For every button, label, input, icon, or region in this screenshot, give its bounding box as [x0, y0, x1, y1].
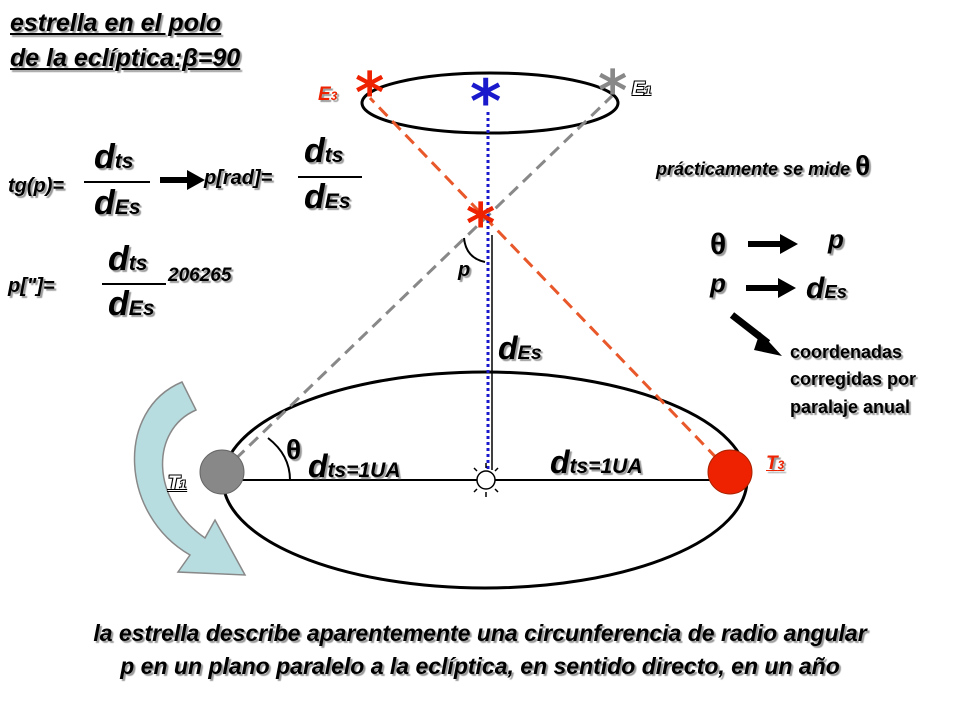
star-pole-icon: * — [470, 67, 502, 137]
sun-icon — [469, 463, 503, 497]
measured-text: prácticamente se mide θ — [656, 150, 871, 181]
caption-line-2: p en un plano paralelo a la eclíptica, e… — [120, 653, 840, 679]
d-es-result: dEs — [806, 272, 848, 305]
formula-tg-label: tg(p)= — [8, 175, 65, 197]
star-e1-icon: * — [598, 59, 628, 124]
angle-theta-label: θ — [286, 434, 302, 465]
formula-prad-label: p[rad]= — [204, 167, 273, 189]
formula-3-denominator: dEs — [108, 285, 155, 323]
corrected-line-3: paralaje anual — [790, 397, 911, 417]
formula-1-numerator: dts — [94, 138, 134, 176]
label-dts-left: dts=1UA — [308, 448, 401, 484]
label-dts-right: dts=1UA — [550, 444, 643, 480]
label-e1: E1 — [632, 79, 652, 100]
corrected-line-2: corregidas por — [790, 369, 917, 389]
formula-constant: 206265 — [168, 265, 232, 286]
formula-3-numerator: dts — [108, 240, 148, 278]
arrow-implies-1 — [160, 170, 205, 190]
earth-t1 — [199, 449, 245, 495]
formula-2-denominator: dEs — [304, 178, 351, 216]
label-t3: T3 — [766, 453, 785, 474]
title-line-1: estrella en el polo — [10, 9, 222, 37]
formula-2-numerator: dts — [304, 132, 344, 170]
arrow-corrected — [729, 312, 782, 356]
theta-symbol: θ — [710, 228, 727, 261]
formula-1-denominator: dEs — [94, 184, 141, 222]
arrow-p-des — [746, 278, 796, 298]
label-d-es: dEs — [498, 330, 542, 366]
arrow-theta-p — [748, 234, 798, 254]
title-line-2: de la eclíptica:β=90 — [10, 44, 241, 72]
label-e3: E3 — [318, 84, 338, 105]
angle-p-arc — [463, 237, 486, 263]
caption-line-1: la estrella describe aparentemente una c… — [93, 620, 867, 646]
earth-t3 — [707, 449, 753, 495]
label-t1: T1 — [168, 473, 187, 494]
formula-parcsec-label: p["]= — [8, 275, 55, 297]
line-t3-e3 — [368, 96, 732, 474]
p-symbol: p — [710, 268, 726, 298]
angle-p-label: p — [458, 259, 471, 281]
star-e3-icon: * — [355, 61, 385, 126]
apparent-circle — [360, 71, 620, 135]
p-result: p — [828, 224, 844, 254]
line-t1-e1 — [220, 94, 614, 474]
angle-theta-arc — [267, 437, 291, 481]
corrected-line-1: coordenadas — [790, 342, 903, 362]
curved-arrow — [133, 381, 247, 576]
star-position-icon: * — [466, 192, 496, 257]
